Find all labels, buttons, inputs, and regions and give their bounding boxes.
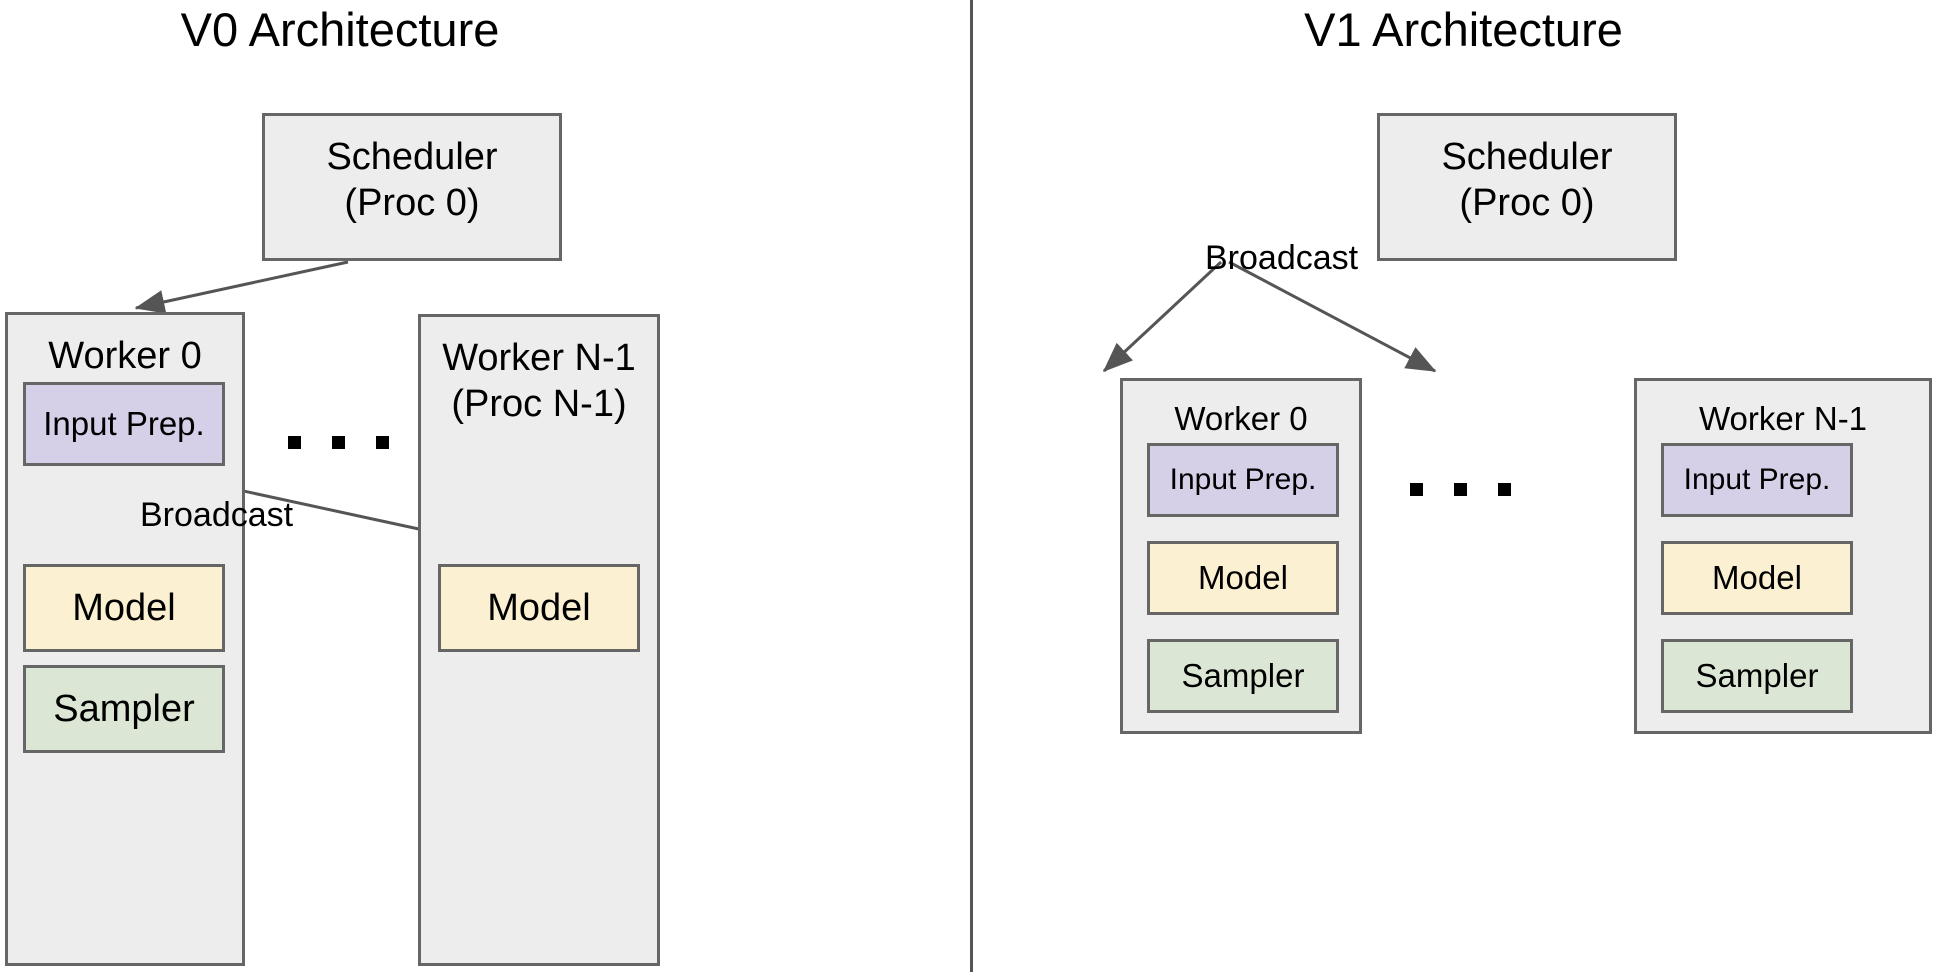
v0-worker-0-sampler[interactable]: Sampler bbox=[23, 665, 225, 753]
v1-worker-n-sampler[interactable]: Sampler bbox=[1661, 639, 1853, 713]
v0-worker-n-model[interactable]: Model bbox=[438, 564, 640, 652]
v0-scheduler-box[interactable]: Scheduler (Proc 0) bbox=[262, 113, 562, 261]
v0-worker-0-model[interactable]: Model bbox=[23, 564, 225, 652]
v1-worker-0-input-prep[interactable]: Input Prep. bbox=[1147, 443, 1339, 517]
v1-broadcast-label: Broadcast bbox=[1205, 239, 1359, 277]
v0-broadcast-label: Broadcast bbox=[140, 496, 294, 534]
panel-divider bbox=[970, 0, 973, 972]
v1-architecture-panel: V1 Architecture Scheduler (Proc 0) Broad… bbox=[973, 0, 1954, 972]
v0-worker-0-sampler-label: Sampler bbox=[53, 688, 195, 730]
v0-scheduler-line2: (Proc 0) bbox=[344, 182, 480, 224]
v1-worker-n-model-label: Model bbox=[1712, 559, 1802, 596]
v1-scheduler-line2: (Proc 0) bbox=[1459, 182, 1595, 224]
v1-worker-0-model[interactable]: Model bbox=[1147, 541, 1339, 615]
v1-scheduler-box[interactable]: Scheduler (Proc 0) bbox=[1377, 113, 1677, 261]
v1-worker-n-input-prep-label: Input Prep. bbox=[1683, 463, 1831, 496]
v0-worker-0-model-label: Model bbox=[72, 587, 176, 629]
v1-worker-n-sampler-label: Sampler bbox=[1695, 657, 1819, 694]
v0-worker-n-line1: Worker N-1 bbox=[442, 337, 636, 379]
v1-worker-0-sampler[interactable]: Sampler bbox=[1147, 639, 1339, 713]
edge-scheduler-to-worker0 bbox=[134, 260, 349, 314]
v1-title: V1 Architecture bbox=[1304, 3, 1623, 56]
v0-worker-n-line2: (Proc N-1) bbox=[451, 383, 627, 425]
edge-v1-scheduler-to-workern bbox=[1228, 260, 1437, 373]
v1-worker-n-input-prep[interactable]: Input Prep. bbox=[1661, 443, 1853, 517]
v0-ellipsis bbox=[288, 436, 389, 449]
v0-worker-0-input-prep-label: Input Prep. bbox=[43, 405, 205, 442]
v1-worker-n-model[interactable]: Model bbox=[1661, 541, 1853, 615]
v1-worker-0-model-label: Model bbox=[1198, 559, 1288, 596]
v0-title: V0 Architecture bbox=[180, 3, 500, 56]
v0-worker-n-model-label: Model bbox=[487, 587, 591, 629]
v1-worker-0-sampler-label: Sampler bbox=[1181, 657, 1305, 694]
v1-scheduler-line1: Scheduler bbox=[1441, 136, 1613, 178]
v0-architecture-panel: V0 Architecture Scheduler (Proc 0) bbox=[0, 0, 971, 972]
v1-worker-0-line1: Worker 0 bbox=[1174, 400, 1308, 437]
v0-scheduler-line1: Scheduler bbox=[326, 136, 498, 178]
v0-worker-0-input-prep[interactable]: Input Prep. bbox=[23, 382, 225, 466]
v1-ellipsis bbox=[1410, 483, 1511, 496]
v1-worker-n-line1: Worker N-1 bbox=[1698, 400, 1868, 437]
v1-worker-0-input-prep-label: Input Prep. bbox=[1169, 463, 1317, 496]
v0-worker-0-line1: Worker 0 bbox=[48, 335, 202, 377]
edge-v1-scheduler-to-worker0 bbox=[1102, 260, 1223, 373]
